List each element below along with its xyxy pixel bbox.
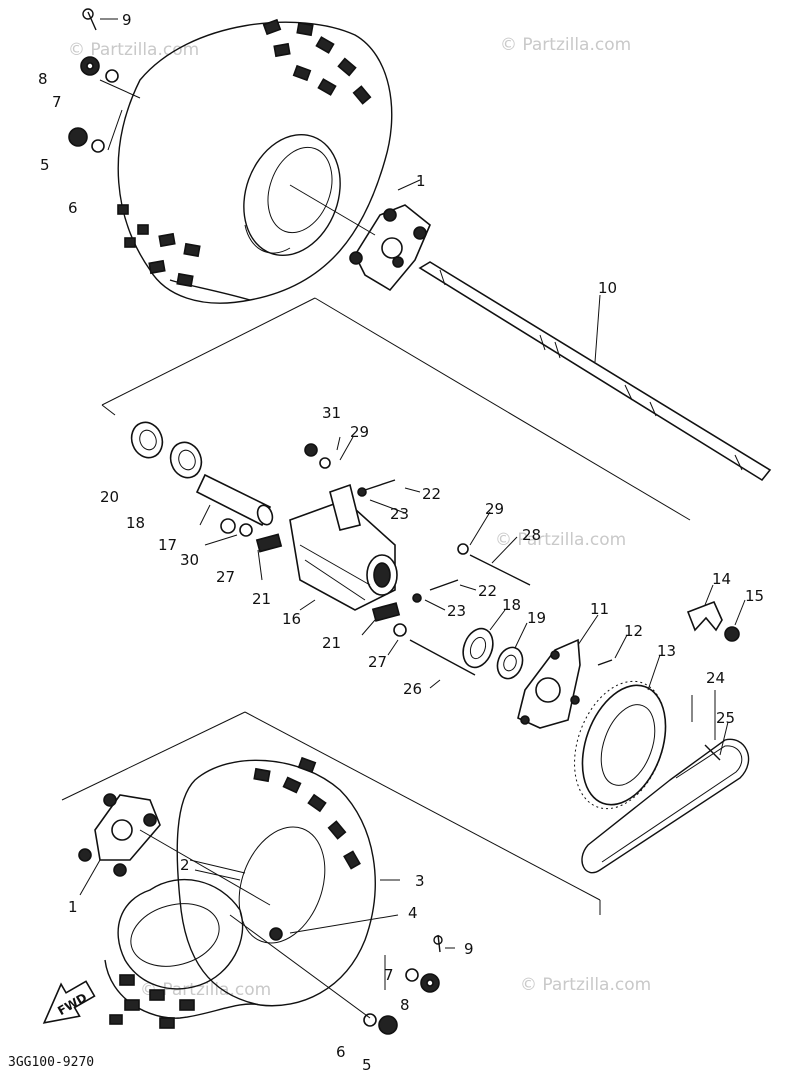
callout-13: 13 xyxy=(657,642,676,660)
callout-23-b: 23 xyxy=(447,602,466,620)
callout-18-a: 18 xyxy=(126,514,145,532)
housing-fasteners xyxy=(255,443,531,676)
callout-11: 11 xyxy=(590,600,609,618)
watermark-5: © Partzilla.com xyxy=(520,975,651,995)
callout-14: 14 xyxy=(712,570,731,588)
callout-6-top: 6 xyxy=(68,199,78,217)
top-wheel-hub xyxy=(349,204,431,292)
callout-6-bottom: 6 xyxy=(336,1043,346,1061)
top-wheel-tire xyxy=(117,18,393,304)
callout-2: 2 xyxy=(180,856,190,874)
callout-30: 30 xyxy=(180,551,199,569)
callout-24: 24 xyxy=(706,669,725,687)
callout-12: 12 xyxy=(624,622,643,640)
callout-8-top: 8 xyxy=(38,70,48,88)
callout-19: 19 xyxy=(527,609,546,627)
diagram-code: 3GG100-9270 xyxy=(8,1055,94,1070)
watermark-3: © Partzilla.com xyxy=(495,530,626,550)
callout-28: 28 xyxy=(522,526,541,544)
tire-tread-blocks xyxy=(117,18,372,288)
axle-housing xyxy=(289,483,398,611)
callout-7-bottom: 7 xyxy=(384,966,394,984)
bottom-wheel-hub xyxy=(78,793,271,906)
callout-29-a: 29 xyxy=(350,423,369,441)
callout-27-a: 27 xyxy=(216,568,235,586)
callout-21-b: 21 xyxy=(322,634,341,652)
callout-10: 10 xyxy=(598,279,617,297)
bottom-tire-tread-blocks xyxy=(109,756,361,1029)
callout-7-top: 7 xyxy=(52,93,62,111)
chain-guide-and-chain xyxy=(581,600,750,874)
callout-5-bottom: 5 xyxy=(362,1056,372,1074)
callout-1-top: 1 xyxy=(416,172,426,190)
fwd-direction-arrow: FWD xyxy=(42,980,96,1024)
watermarks: © Partzilla.com © Partzilla.com © Partzi… xyxy=(68,35,651,1000)
callout-9-bottom: 9 xyxy=(464,940,474,958)
rear-sprocket xyxy=(574,680,667,810)
callout-4: 4 xyxy=(408,904,418,922)
bottom-fasteners xyxy=(189,859,443,1035)
watermark-4: © Partzilla.com xyxy=(140,980,271,1000)
callout-5-top: 5 xyxy=(40,156,50,174)
callout-22-b: 22 xyxy=(478,582,497,600)
callout-21-a: 21 xyxy=(252,590,271,608)
callout-8-bottom: 8 xyxy=(400,996,410,1014)
rear-axle xyxy=(418,261,772,482)
callout-23-a: 23 xyxy=(390,505,409,523)
top-left-fasteners xyxy=(68,8,141,153)
callout-26: 26 xyxy=(403,680,422,698)
callout-16: 16 xyxy=(282,610,301,628)
right-bearings xyxy=(462,627,524,680)
callout-3: 3 xyxy=(415,872,425,890)
callout-9-top: 9 xyxy=(122,11,132,29)
callout-15: 15 xyxy=(745,587,764,605)
callout-25: 25 xyxy=(716,709,735,727)
bottom-wheel-tire xyxy=(104,756,376,1029)
watermark-2: © Partzilla.com xyxy=(500,35,631,55)
callout-17: 17 xyxy=(158,536,177,554)
callout-27-b: 27 xyxy=(368,653,387,671)
callout-1-bottom: 1 xyxy=(68,898,78,916)
callout-20: 20 xyxy=(100,488,119,506)
callout-labels: 9 8 7 5 6 1 10 31 29 20 18 22 23 29 28 1… xyxy=(38,11,764,1074)
callout-31: 31 xyxy=(322,404,341,422)
bearings-and-spacer xyxy=(130,421,274,537)
callout-22-a: 22 xyxy=(422,485,441,503)
watermark-1: © Partzilla.com xyxy=(68,40,199,60)
callout-18-b: 18 xyxy=(502,596,521,614)
axle-group-outline xyxy=(101,297,691,521)
bottom-wheel-group-outline xyxy=(61,711,601,915)
callout-leaders xyxy=(79,18,746,990)
sprocket-hub xyxy=(517,638,613,729)
callout-29-b: 29 xyxy=(485,500,504,518)
